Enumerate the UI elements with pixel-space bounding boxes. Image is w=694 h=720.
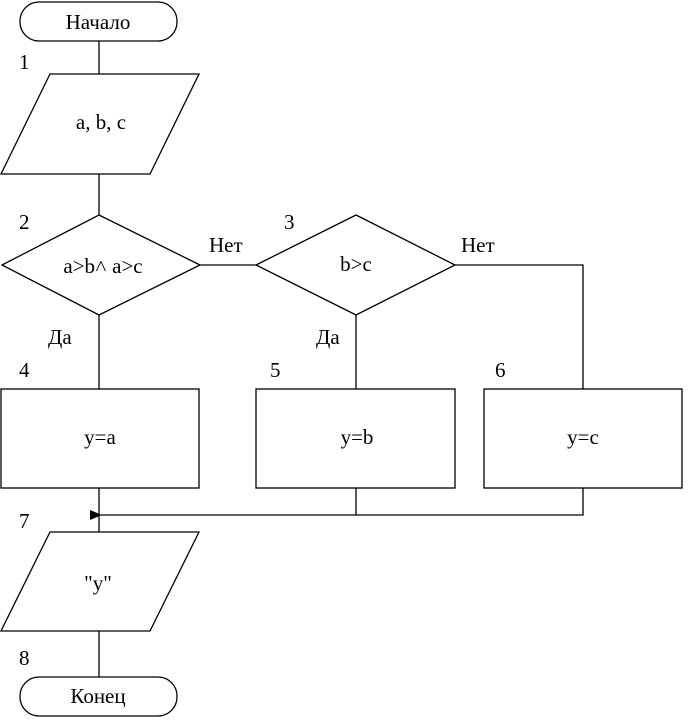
input-block-1 [0,73,201,175]
decision-2-no-label: Нет [209,233,243,257]
connectors [90,41,584,677]
block-8-number: 8 [19,646,30,670]
end-label: Конец [70,684,125,708]
block-2-number: 2 [19,210,30,234]
decision-3-no-label: Нет [461,233,495,257]
block-1-number: 1 [19,50,30,74]
block-3-number: 3 [284,210,295,234]
block-6-number: 6 [495,358,506,382]
decision-block-3 [254,214,457,316]
block-4-number: 4 [19,358,30,382]
decision-2-yes-label: Да [48,325,72,349]
connector-6-to-7-arrow [90,488,584,520]
block-5-number: 5 [270,358,281,382]
decision-block-2-label: a>b˄ a>c [63,254,142,278]
block-7-number: 7 [19,509,30,533]
start-label: Начало [66,10,131,34]
decision-block-3-label: b>c [340,252,372,276]
decision-block-2 [0,214,202,316]
process-block-5-label: y=b [341,425,374,449]
process-block-4 [0,388,200,489]
process-block-6-label: y=c [567,425,599,449]
input-block-1-label: a, b, c [76,110,126,134]
process-block-6 [483,388,683,489]
output-block-7-label: "y" [84,571,112,595]
process-block-5 [255,388,456,489]
end-terminator [19,676,178,717]
decision-3-yes-label: Да [316,325,340,349]
output-block-7 [0,531,201,632]
start-terminator [19,1,178,42]
connector-3-to-6 [455,264,584,389]
process-block-4-label: y=a [84,425,116,449]
